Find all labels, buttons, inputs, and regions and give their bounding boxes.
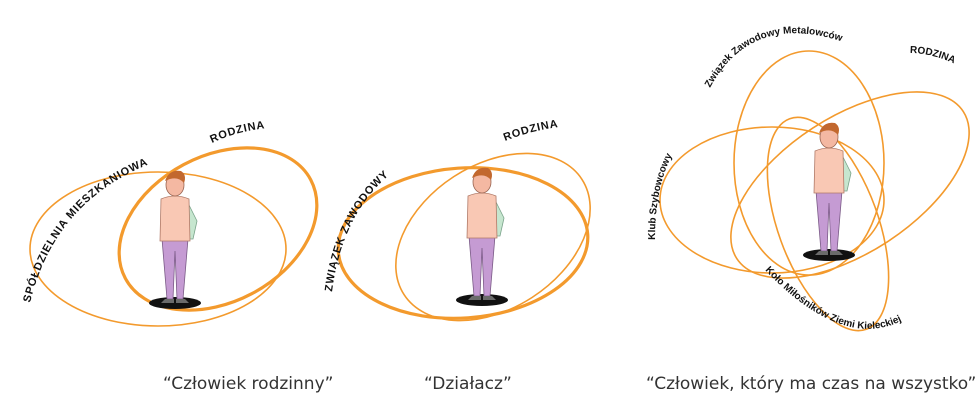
label-rodzina: RODZINA xyxy=(208,119,265,145)
panel-czas-na-wszystko: Związek Zawodowy Metalowców RODZINA Klub… xyxy=(647,25,970,332)
ellipse-rodzina xyxy=(395,152,591,322)
label-spoldzielnia: SPÓŁDZIELNIA MIESZKANIOWA xyxy=(21,156,149,304)
label-zwiazek-zawodowy: ZWIĄZEK ZAWODOWY xyxy=(323,168,390,292)
person-figure xyxy=(802,122,856,262)
label-zwiazek-metalowcow: Związek Zawodowy Metalowców xyxy=(703,25,844,89)
caption-czas-na-wszystko: “Człowiek, który ma czas na wszystko” xyxy=(646,374,977,394)
ellipse-kolo-milosnikow xyxy=(766,116,890,332)
ellipse-spoldzielnia xyxy=(29,171,287,327)
label-kolo-milosnikow: Koło Miłośników Ziemi Kieleckiej xyxy=(763,265,903,332)
ellipse-rodzina xyxy=(730,91,970,279)
panel-czlowiek-rodzinny: SPÓŁDZIELNIA MIESZKANIOWA RODZINA xyxy=(21,119,319,327)
svg-text:RODZINA: RODZINA xyxy=(502,118,559,144)
caption-czlowiek-rodzinny: “Człowiek rodzinny” xyxy=(163,374,334,394)
label-klub-szybowcowy: Klub Szybowcowy xyxy=(647,151,675,240)
ellipse-klub-szybowcowy xyxy=(659,126,885,274)
panel-dzialacz: ZWIĄZEK ZAWODOWY RODZINA xyxy=(323,118,591,322)
ellipse-rodzina xyxy=(117,146,319,312)
svg-text:Związek Zawodowy Metalowców: Związek Zawodowy Metalowców xyxy=(703,25,844,89)
label-rodzina: RODZINA xyxy=(910,45,957,66)
svg-text:RODZINA: RODZINA xyxy=(208,119,265,145)
label-rodzina: RODZINA xyxy=(502,118,559,144)
ellipse-zwiazek-zawodowy xyxy=(336,166,590,320)
caption-dzialacz: “Działacz” xyxy=(424,374,512,394)
person-figure xyxy=(148,170,202,310)
ellipse-zwiazek-metalowcow xyxy=(733,50,885,276)
svg-text:ZWIĄZEK ZAWODOWY: ZWIĄZEK ZAWODOWY xyxy=(323,168,391,292)
svg-text:Koło Miłośników Ziemi Kielecki: Koło Miłośników Ziemi Kieleckiej xyxy=(763,265,903,332)
svg-text:RODZINA: RODZINA xyxy=(910,45,957,66)
person-figure xyxy=(455,167,509,307)
svg-text:SPÓŁDZIELNIA MIESZKANIOWA: SPÓŁDZIELNIA MIESZKANIOWA xyxy=(21,156,150,304)
svg-text:Klub Szybowcowy: Klub Szybowcowy xyxy=(647,151,675,240)
